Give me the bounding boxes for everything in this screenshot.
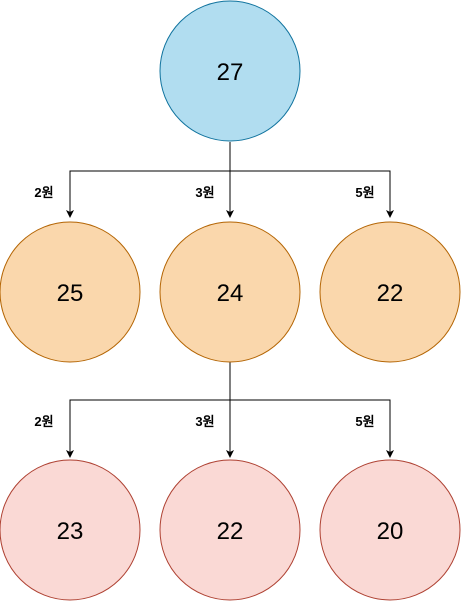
node-circle xyxy=(159,0,301,142)
connector-24-to-23 xyxy=(66,362,231,458)
connector-27-to-22 xyxy=(230,170,394,218)
node-value: 22 xyxy=(217,518,244,545)
node-value: 24 xyxy=(217,280,244,307)
edge-label: 2원 xyxy=(34,185,53,200)
node-root: 27 xyxy=(159,0,301,142)
edge-label: 5원 xyxy=(355,185,374,200)
node-value: 22 xyxy=(377,280,404,307)
node-level2-left: 23 xyxy=(0,459,141,601)
edge-label: 3원 xyxy=(195,414,214,429)
node-circle xyxy=(159,459,301,601)
edge-label: 3원 xyxy=(195,185,214,200)
connector-24-to-20 xyxy=(230,399,394,458)
node-value: 25 xyxy=(57,280,84,307)
node-level1-right: 22 xyxy=(319,221,461,363)
node-circle xyxy=(0,221,141,363)
node-value: 27 xyxy=(217,59,244,86)
node-value: 20 xyxy=(377,518,404,545)
node-circle xyxy=(0,459,141,601)
connector-27-to-25 xyxy=(66,142,231,218)
node-circle xyxy=(319,221,461,363)
node-level1-left: 25 xyxy=(0,221,141,363)
node-circle xyxy=(319,459,461,601)
node-level1-middle: 24 xyxy=(159,221,301,363)
node-circle xyxy=(159,221,301,363)
node-level2-right: 20 xyxy=(319,459,461,601)
edge-label: 5원 xyxy=(355,414,374,429)
edge-label: 2원 xyxy=(34,414,53,429)
node-value: 23 xyxy=(57,518,84,545)
node-level2-middle: 22 xyxy=(159,459,301,601)
